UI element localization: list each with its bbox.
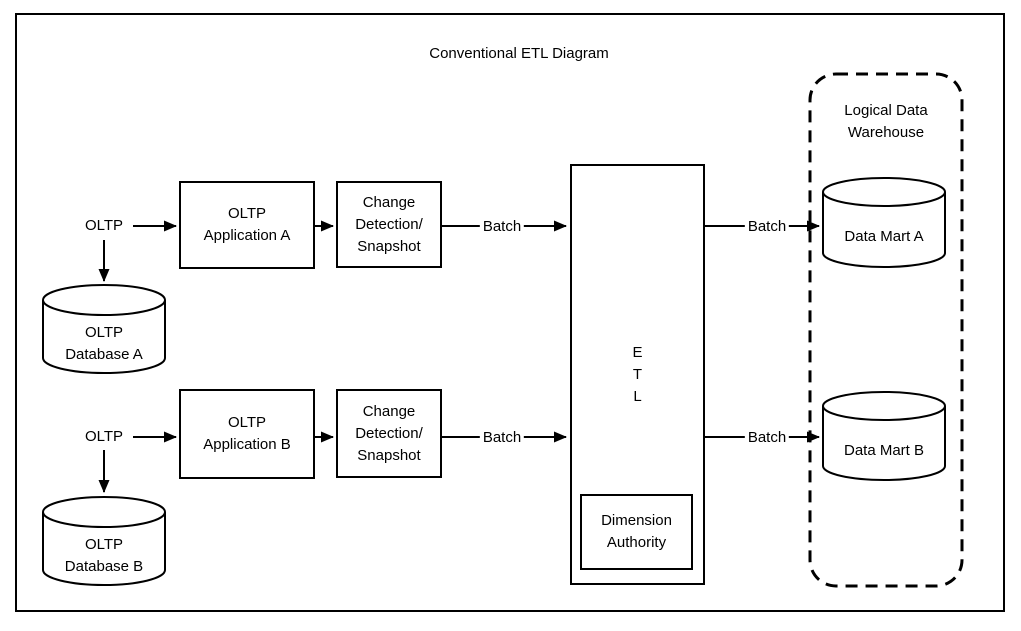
database-cylinder-oltp-a xyxy=(42,284,166,374)
node-oltp-application-a: OLTP Application A xyxy=(179,181,315,269)
node-label-oltp-database-b: OLTP Database B xyxy=(64,536,144,575)
node-oltp-application-b: OLTP Application B xyxy=(179,389,315,479)
node-change-detection-b: Change Detection/ Snapshot xyxy=(336,389,442,478)
oltp-source-label-a: OLTP xyxy=(84,217,124,234)
database-cylinder-oltp-b xyxy=(42,496,166,586)
node-label-oltp-database-a: OLTP Database A xyxy=(65,324,143,363)
diagram-frame xyxy=(15,13,1005,612)
node-dimension-authority: Dimension Authority xyxy=(580,494,693,570)
edge-label-batch-change-a-to-etl: Batch xyxy=(479,218,525,236)
logical-data-warehouse-group-border xyxy=(808,72,964,588)
node-label-data-mart-a: Data Mart A xyxy=(844,228,924,245)
node-label-data-mart-b: Data Mart B xyxy=(843,442,925,459)
oltp-source-label-b: OLTP xyxy=(84,428,124,445)
database-cylinder-mart-a xyxy=(822,177,946,268)
edge-label-batch-change-b-to-etl: Batch xyxy=(479,429,525,447)
diagram-title: Conventional ETL Diagram xyxy=(429,45,609,62)
edge-label-batch-etl-to-mart-a: Batch xyxy=(744,218,790,236)
edge-label-batch-etl-to-mart-b: Batch xyxy=(744,429,790,447)
node-change-detection-a: Change Detection/ Snapshot xyxy=(336,181,442,268)
logical-data-warehouse-label: Logical Data Warehouse xyxy=(844,102,928,141)
database-cylinder-mart-b xyxy=(822,391,946,481)
